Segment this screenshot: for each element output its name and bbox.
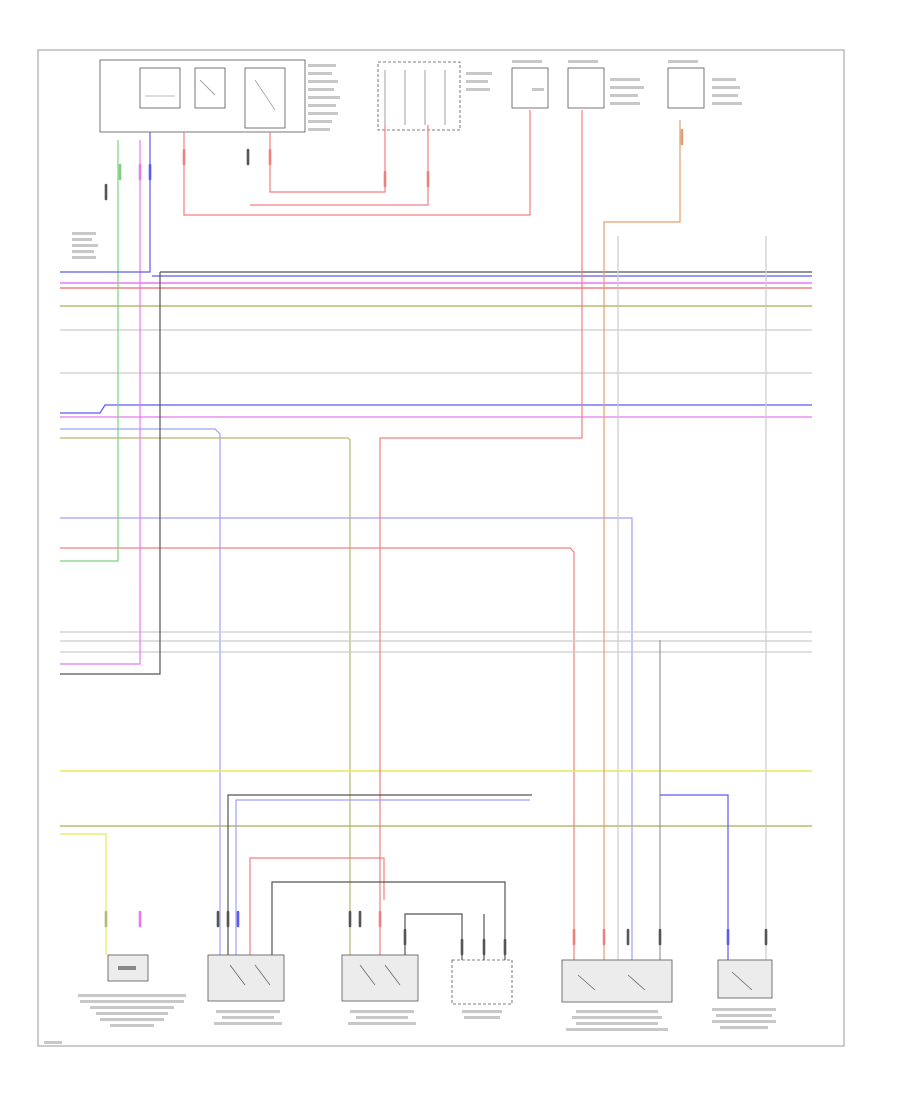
bus-red-2 (60, 547, 575, 960)
footer-code-mark (44, 1041, 62, 1044)
bus-green (60, 140, 119, 562)
component-4 (451, 959, 513, 1019)
fuse-f1 (511, 60, 549, 109)
component-6 (712, 959, 776, 1029)
bus-blue-5 (60, 272, 161, 675)
component-1 (78, 954, 186, 1027)
bus-blue-3 (60, 428, 221, 955)
riser-red-2 (269, 125, 386, 193)
top-left-module-text (308, 64, 340, 131)
wire-layer (60, 110, 812, 960)
bottom-components (78, 954, 776, 1031)
component-5 (561, 959, 673, 1031)
bottom-dark-1 (227, 794, 532, 955)
component-3 (341, 954, 419, 1025)
bus-yellow-3 (60, 833, 107, 955)
bottom-dark-2 (271, 881, 506, 960)
riser-orange (603, 120, 681, 960)
bottom-red-1 (249, 857, 385, 955)
bus-olive-2 (60, 437, 351, 955)
diagram-frame (37, 49, 845, 1047)
bus-blue-2 (60, 404, 812, 414)
bus-blue-4 (60, 517, 633, 960)
component-2 (207, 954, 285, 1025)
top-left-module (99, 59, 340, 133)
riser-red-top (183, 110, 531, 216)
fuse-f3 (667, 60, 742, 109)
bottom-blue-2 (660, 794, 729, 960)
fuse-block (377, 61, 492, 131)
left-ground-label (72, 232, 98, 259)
bus-pink-3 (60, 140, 141, 665)
fuse-f2 (567, 60, 644, 109)
riser-red-main (379, 110, 583, 955)
riser-red-3 (250, 125, 429, 206)
bottom-blue-1 (235, 799, 530, 955)
bottom-dark-3 (404, 913, 463, 960)
